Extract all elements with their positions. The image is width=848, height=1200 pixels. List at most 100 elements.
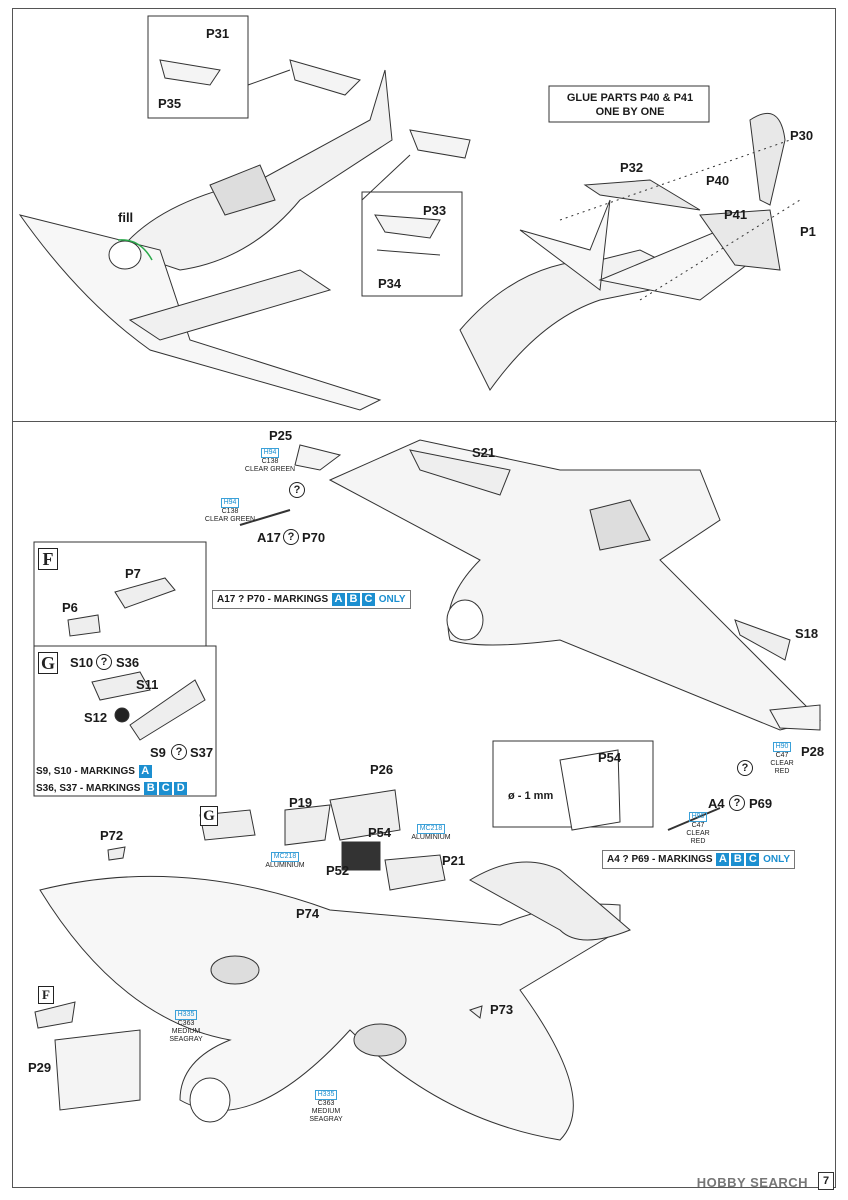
part-p69: P69	[749, 796, 773, 811]
part-p1: P1	[800, 224, 816, 239]
part-s12: S12	[84, 710, 108, 725]
part-p29: P29	[28, 1060, 52, 1075]
part-p34: P34	[378, 276, 402, 291]
part-s36: S36	[116, 655, 140, 670]
paint-callout-p25: H94 C138 CLEAR GREEN	[240, 448, 300, 474]
part-p54-detail: P54	[598, 750, 622, 765]
section-divider	[13, 421, 837, 422]
paint-name: MEDIUM SEAGRAY	[309, 1108, 343, 1123]
paint-code: MC218	[270, 852, 300, 862]
section-f-badge-bottom: F	[38, 986, 54, 1004]
section-f-badge: F	[38, 548, 58, 570]
only-text: ONLY	[378, 594, 406, 605]
or-symbol: ?	[283, 529, 299, 545]
or-symbol: ?	[729, 795, 745, 811]
part-s11: S11	[136, 677, 159, 692]
part-p28: P28	[801, 744, 825, 759]
part-s10: S10	[70, 655, 94, 670]
part-p52: P52	[326, 863, 350, 878]
paint-code: MC218	[416, 824, 446, 834]
paint-name: CLEAR GREEN	[244, 466, 296, 473]
paint-num: C138	[261, 458, 279, 465]
part-p54: P54	[368, 825, 392, 840]
part-s37: S37	[190, 745, 214, 760]
paint-name: CLEAR GREEN	[204, 516, 256, 523]
section-g-badge: G	[38, 652, 58, 674]
paint-code: H90	[772, 742, 792, 752]
part-a17: A17	[257, 530, 281, 545]
marking-tag-a: A	[716, 853, 730, 866]
only-text: ONLY	[763, 854, 791, 865]
paint-num: C47	[691, 822, 705, 829]
note-text: S9, S10 - MARKINGS	[36, 766, 135, 777]
marking-tag-a: A	[138, 765, 152, 778]
part-p40: P40	[706, 173, 730, 188]
fill-label: fill	[118, 210, 134, 225]
paint-code: H335	[314, 1090, 338, 1100]
marking-tag-a: A	[331, 593, 345, 606]
note-text: S36, S37 - MARKINGS	[36, 783, 141, 794]
page-number: 7	[818, 1172, 834, 1190]
paint-code: H94	[220, 498, 240, 508]
paint-callout-mc218-a: MC218 ALUMINIUM	[406, 824, 456, 842]
marking-tag-b: B	[731, 853, 745, 866]
or-symbol: ?	[289, 482, 305, 498]
note-s9-markings: S9, S10 - MARKINGS A	[36, 765, 153, 778]
paint-name: MEDIUM SEAGRAY	[169, 1028, 203, 1043]
part-a4: A4	[708, 796, 725, 811]
part-p32: P32	[620, 160, 644, 175]
drill-note: ø - 1 mm	[508, 790, 554, 802]
part-s9: S9	[150, 745, 166, 760]
part-p30: P30	[790, 128, 814, 143]
part-p26: P26	[370, 762, 394, 777]
paint-code: H94	[260, 448, 280, 458]
paint-callout-h335-b: H335 C363 MEDIUM SEAGRAY	[298, 1090, 354, 1124]
marking-tag-c: C	[746, 853, 760, 866]
paint-callout-a4: H90 C47 CLEAR RED	[678, 812, 718, 846]
note-text: A4 ? P69 - MARKINGS	[607, 854, 713, 865]
part-s21: S21	[472, 445, 496, 460]
part-p6: P6	[62, 600, 78, 615]
marking-tag-d: D	[174, 782, 188, 795]
instruction-page	[12, 8, 837, 1188]
or-symbol: ?	[96, 654, 112, 670]
or-symbol: ?	[737, 760, 753, 776]
paint-callout-p28: H90 C47 CLEAR RED	[762, 742, 802, 776]
paint-num: C47	[775, 752, 789, 759]
paint-callout-mc218-b: MC218 ALUMINIUM	[260, 852, 310, 870]
paint-callout-h335-a: H335 C363 MEDIUM SEAGRAY	[158, 1010, 214, 1044]
note-text: A17 ? P70 - MARKINGS	[217, 594, 329, 605]
marking-tag-b: B	[346, 593, 360, 606]
paint-num: C138	[221, 508, 239, 515]
part-p25: P25	[269, 428, 293, 443]
paint-name: ALUMINIUM	[265, 862, 305, 869]
part-p35: P35	[158, 96, 182, 111]
part-p74: P74	[296, 906, 320, 921]
paint-name: CLEAR RED	[770, 760, 794, 775]
paint-num: C363	[317, 1100, 335, 1107]
paint-name: CLEAR RED	[686, 830, 710, 845]
paint-code: H335	[174, 1010, 198, 1020]
part-p31: P31	[206, 26, 230, 41]
part-p21: P21	[442, 853, 466, 868]
part-p41: P41	[724, 207, 748, 222]
glue-note: GLUE PARTS P40 & P41 ONE BY ONE	[566, 92, 694, 118]
or-symbol: ?	[171, 744, 187, 760]
marking-tag-b: B	[144, 782, 158, 795]
paint-code: H90	[688, 812, 708, 822]
part-p19: P19	[289, 795, 313, 810]
paint-num: C363	[177, 1020, 195, 1027]
part-s18: S18	[795, 626, 819, 641]
section-g-badge-bottom: G	[200, 806, 218, 826]
paint-name: ALUMINIUM	[411, 834, 451, 841]
part-p70: P70	[302, 530, 326, 545]
hobby-search-logo: HOBBY SEARCH	[696, 1175, 808, 1190]
marking-tag-c: C	[361, 593, 375, 606]
part-p7: P7	[125, 566, 141, 581]
marking-tag-c: C	[159, 782, 173, 795]
paint-callout-a17: H94 C138 CLEAR GREEN	[200, 498, 260, 524]
